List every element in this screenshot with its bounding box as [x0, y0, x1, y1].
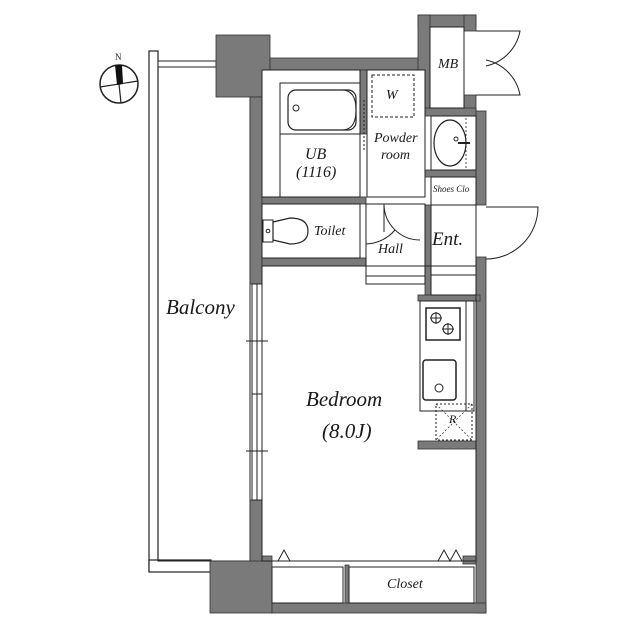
stove-burner-icon	[430, 312, 454, 335]
compass-north-label: N	[115, 52, 122, 62]
refrigerator-label: R	[449, 412, 457, 426]
refrigerator-icon	[435, 403, 473, 441]
unit-bath-size: (1116)	[296, 164, 337, 181]
powder-room-label-2: room	[381, 148, 411, 163]
balcony-outline	[148, 50, 251, 573]
hall	[365, 203, 426, 285]
balcony-label: Balcony	[166, 295, 235, 319]
unit-bath-label: UB	[305, 146, 327, 163]
walls	[209, 14, 487, 614]
compass-icon	[99, 64, 139, 104]
shoes-closet	[430, 176, 477, 206]
meter-box-label: MB	[438, 57, 459, 72]
balcony-window	[246, 283, 268, 501]
wash-basin-icon	[430, 115, 477, 171]
mb-door-icon	[476, 30, 521, 96]
bedroom-label: Bedroom	[306, 387, 383, 411]
kitchen	[419, 300, 475, 412]
closet	[271, 548, 475, 604]
washer-label: W	[386, 88, 398, 103]
powder-room	[363, 69, 426, 198]
hall-label: Hall	[378, 242, 403, 257]
powder-room-label-1: Powder	[374, 131, 418, 146]
closet-label: Closet	[387, 577, 423, 592]
entrance	[430, 204, 539, 296]
toilet-room	[261, 203, 361, 259]
toilet-label: Toilet	[314, 224, 346, 239]
entrance-label: Ent.	[432, 229, 464, 250]
bedroom-area: (8.0J)	[322, 419, 372, 443]
shoes-closet-label: Shoes Clo	[433, 184, 470, 194]
unit-bath	[261, 69, 361, 198]
meter-box	[429, 26, 465, 109]
